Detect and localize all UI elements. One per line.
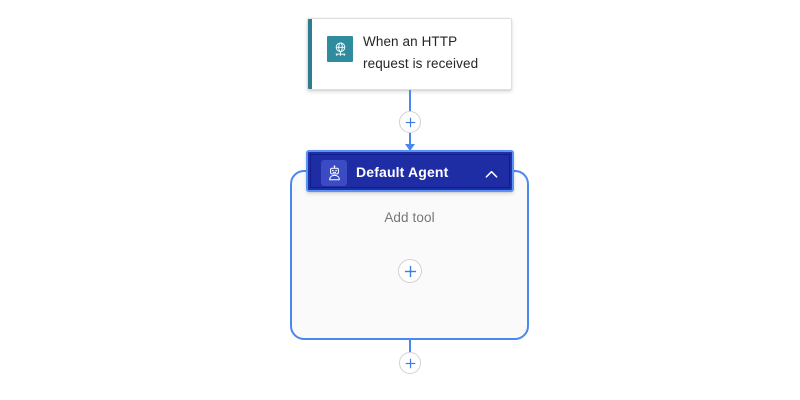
- connector-line-segment-top: [409, 90, 411, 111]
- agent-node-header[interactable]: Default Agent: [310, 154, 510, 188]
- connector-arrowhead: [405, 144, 415, 151]
- agent-node-selected-ring: Default Agent: [306, 150, 514, 192]
- trigger-card-title: When an HTTP request is received: [363, 34, 479, 71]
- connector-line-segment-bottom: [409, 133, 411, 145]
- trigger-card-http-request[interactable]: When an HTTP request is received: [307, 18, 512, 90]
- trigger-accent-bar: [308, 19, 312, 89]
- add-tool-label: Add tool: [384, 210, 435, 225]
- add-step-button-top[interactable]: [399, 111, 421, 133]
- agent-node-title: Default Agent: [356, 164, 449, 180]
- add-tool-button[interactable]: [398, 259, 422, 283]
- agent-tools-container: [290, 170, 529, 340]
- add-step-button-bottom[interactable]: [399, 352, 421, 374]
- robot-agent-icon: [321, 160, 347, 186]
- http-request-globe-icon: [327, 36, 353, 62]
- connector-line-segment-after-agent: [409, 340, 411, 352]
- chevron-up-icon[interactable]: [482, 165, 500, 183]
